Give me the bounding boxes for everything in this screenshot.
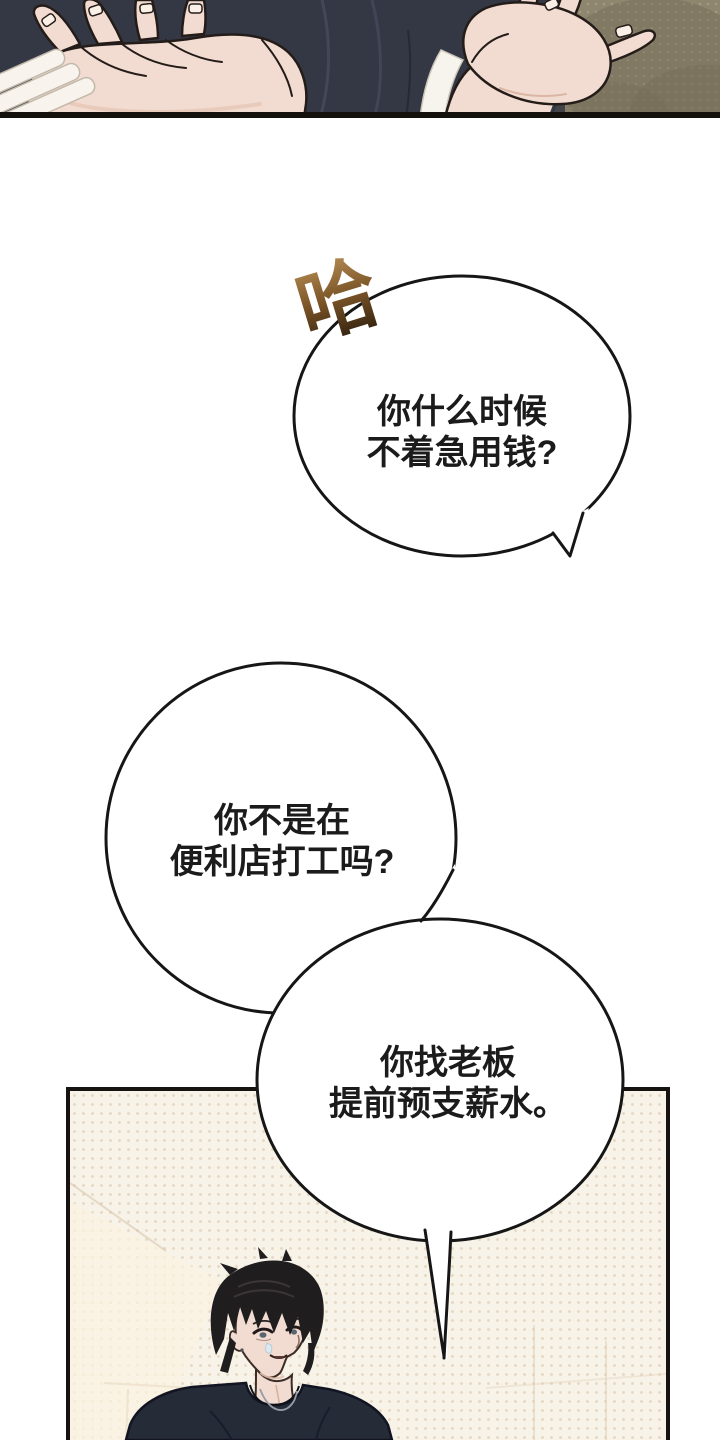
- shirt-crease: [405, 29, 412, 119]
- character-hair: [210, 1260, 324, 1355]
- earring: [240, 1348, 244, 1352]
- eyelid-left: [252, 1327, 274, 1335]
- finger-crease: [165, 39, 223, 63]
- speech-line: 你找老板: [380, 1044, 516, 1082]
- finger-crease: [121, 43, 187, 69]
- speech-line: 便利店打工吗?: [169, 843, 395, 881]
- shirt-fold: [370, 0, 382, 119]
- room-background: [70, 1182, 666, 1440]
- white-sleeve: [419, 49, 465, 119]
- shirt-fold: [318, 0, 331, 119]
- jaw-shadow: [259, 1372, 285, 1380]
- shirt-collar: [249, 1384, 300, 1407]
- speech-bubble-1: [292, 274, 632, 558]
- speech-bubble-2-text: 你不是在 便利店打工吗?: [132, 801, 432, 883]
- right-hand: [443, 0, 657, 120]
- hair-strand-right: [303, 1343, 315, 1375]
- finger-crease: [79, 45, 147, 77]
- palm-crease: [499, 87, 567, 97]
- bubble-junction-spike: [419, 868, 455, 923]
- panel-border: [0, 112, 720, 118]
- hair-sideburn-left: [220, 1337, 236, 1373]
- character: [124, 1247, 394, 1440]
- fingernail: [544, 0, 560, 11]
- bubble-1-tail: [551, 511, 585, 558]
- fingernail: [615, 24, 633, 38]
- fingernail: [139, 2, 154, 15]
- panel-bottom-artwork: [70, 1182, 666, 1440]
- right-palm: [462, 1, 612, 106]
- sweat-drop: [265, 1342, 273, 1354]
- mouth-open: [273, 1356, 285, 1359]
- shirt-folds: [209, 1406, 331, 1440]
- necklace: [259, 1388, 298, 1411]
- left-hand: [26, 0, 308, 120]
- speech-line: 你不是在: [214, 802, 350, 840]
- eye-iris-left: [259, 1332, 267, 1338]
- speech-line: 不着急用钱?: [366, 434, 558, 472]
- neck-line: [275, 1384, 281, 1408]
- thumb-crease: [471, 33, 509, 63]
- fingernail: [188, 3, 203, 14]
- lower-lash: [255, 1338, 272, 1341]
- fingernail: [88, 4, 104, 17]
- bubble-3-tail: [423, 1228, 453, 1360]
- speech-bubble-3-text: 你找老板 提前预支薪水。: [298, 1043, 598, 1125]
- panel-top: [0, 0, 720, 165]
- nose: [295, 1334, 300, 1349]
- speech-bubble-1-text: 你什么时候 不着急用钱?: [312, 392, 612, 474]
- speech-line: 提前预支薪水。: [329, 1085, 567, 1123]
- eye-iris-right: [291, 1329, 297, 1335]
- thumb-line: [261, 39, 293, 97]
- speech-line: 你什么时候: [377, 393, 547, 431]
- panel-top-artwork: [0, 0, 720, 165]
- fingernail: [41, 13, 57, 28]
- hair-highlight: [233, 1280, 295, 1298]
- palm-shading: [58, 98, 262, 114]
